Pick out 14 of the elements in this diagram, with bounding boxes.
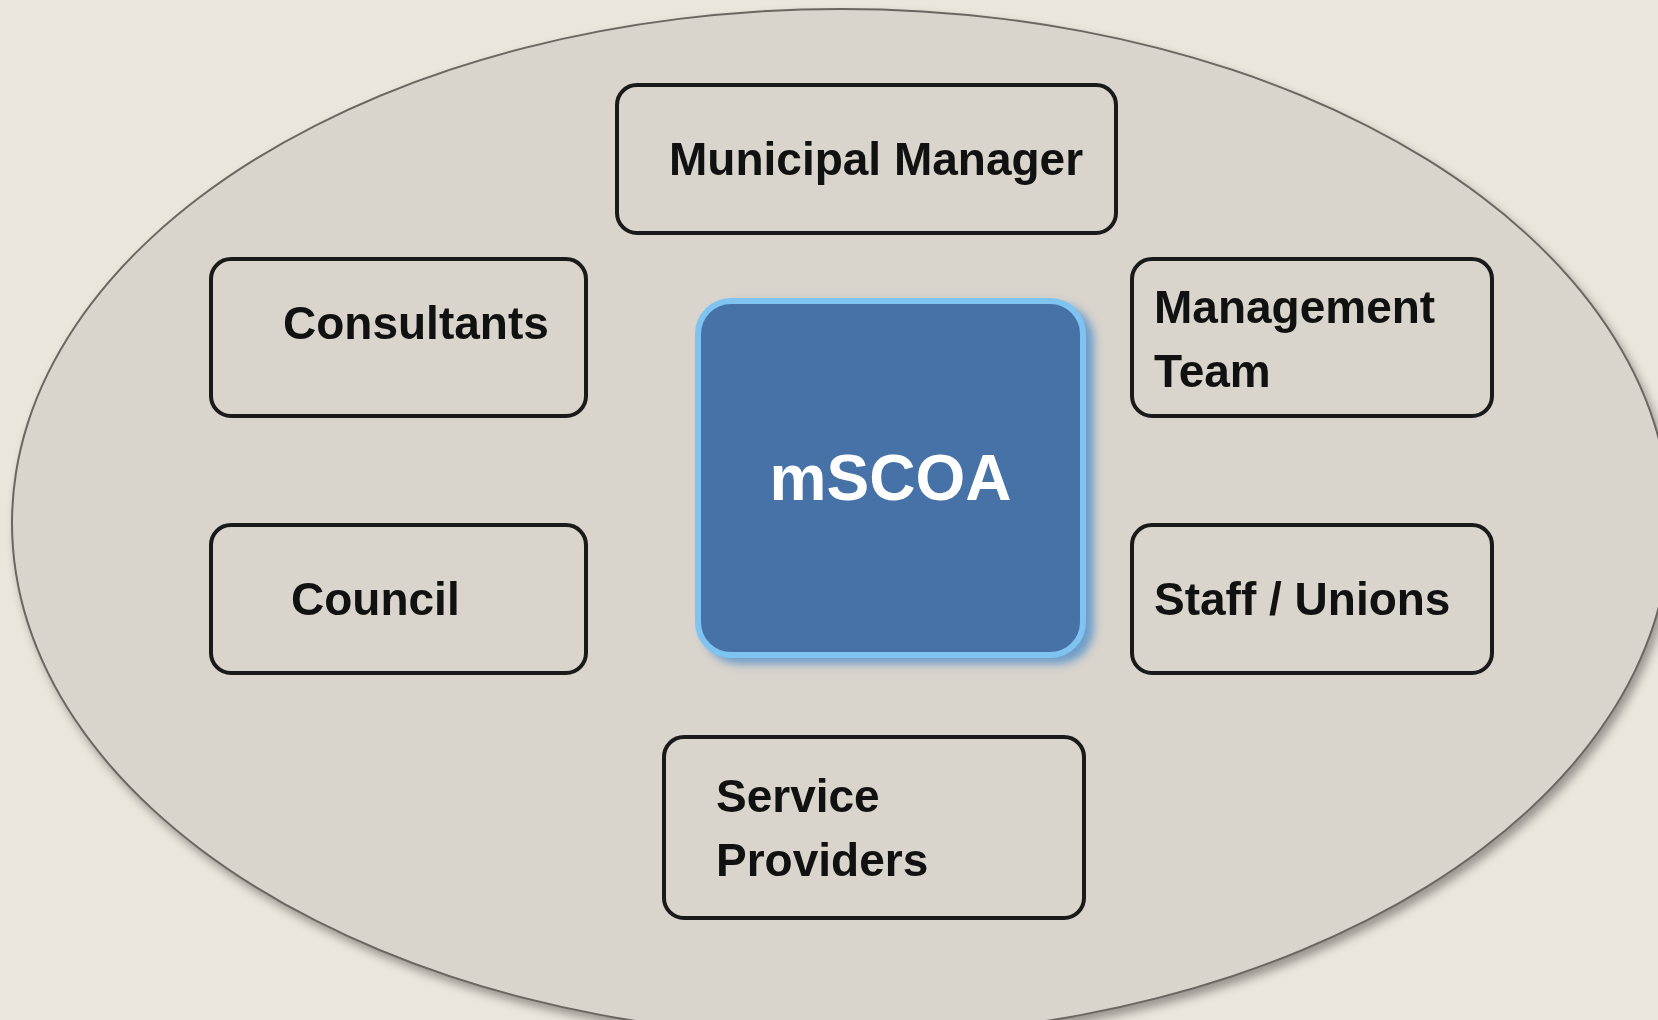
stakeholder-label: Municipal Manager	[669, 132, 1085, 187]
stakeholder-box	[662, 735, 1086, 920]
stakeholder-label: Management Team	[1154, 280, 1437, 399]
stakeholder-box	[1130, 257, 1494, 418]
stakeholder-box	[615, 83, 1118, 235]
stakeholder-label: Council	[291, 572, 461, 627]
stakeholder-label: Consultants	[283, 296, 550, 351]
stakeholder-box	[209, 257, 588, 418]
stakeholder-label: Service Providers	[716, 768, 930, 888]
stakeholder-label: Staff / Unions	[1154, 572, 1452, 627]
center-label: mSCOA	[769, 441, 1012, 516]
center-box	[695, 298, 1086, 658]
stakeholder-box	[209, 523, 588, 675]
stakeholder-box	[1130, 523, 1494, 675]
